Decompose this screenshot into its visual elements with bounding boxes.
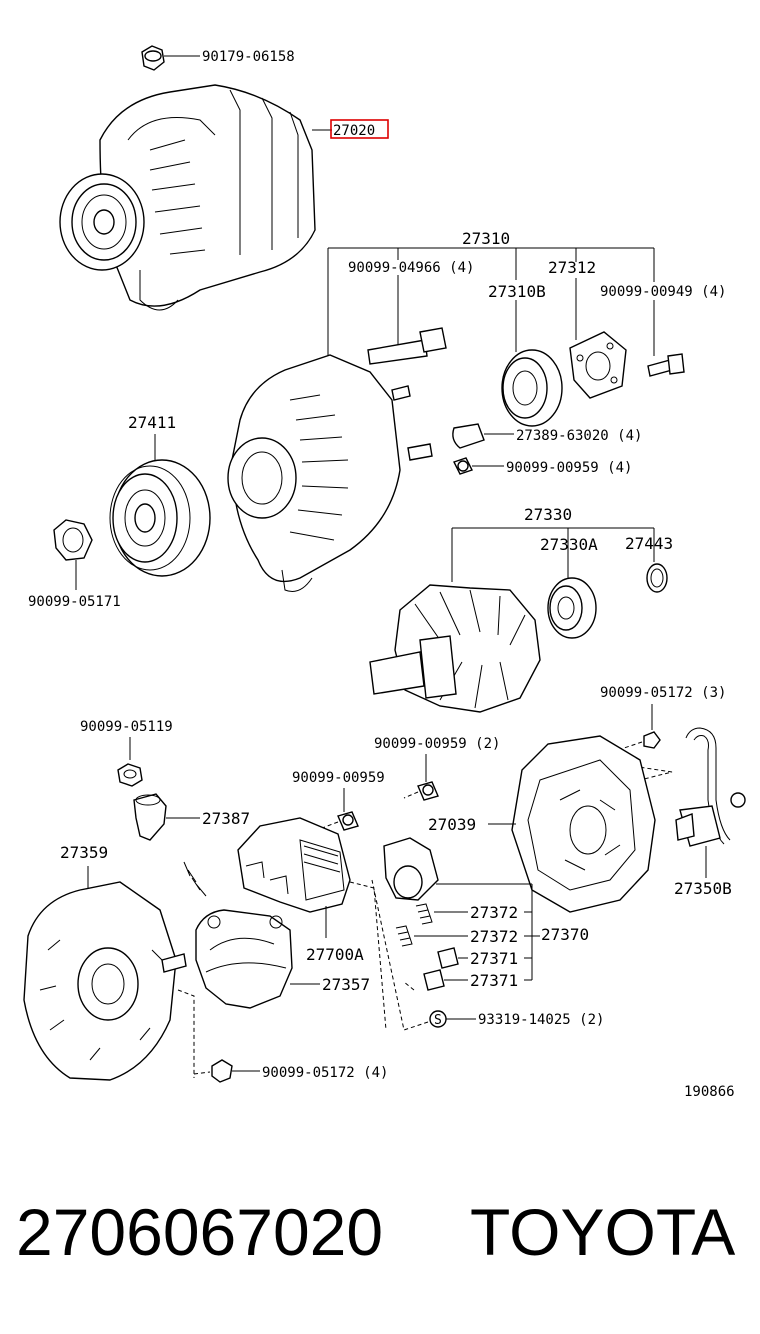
label-nut-05119: 90099-05119 [80, 719, 173, 735]
brand-name: TOYOTA [470, 1195, 736, 1269]
bearing-27310b-drawing [501, 300, 563, 427]
label-screw-00959: 90099-00959 [292, 770, 385, 786]
label-nut-05171: 90099-05171 [28, 594, 121, 610]
nut-05172-4-drawing [211, 1059, 260, 1083]
assembly-line-nut-right [591, 741, 673, 781]
assembly-line-regulator [349, 881, 387, 1031]
brush-spring-2-drawing [395, 925, 468, 947]
assembly-line-screw-2 [403, 791, 419, 799]
screw-14025-drawing: S [429, 1010, 476, 1028]
rear-frame-drawing [23, 881, 187, 1081]
regulator-drawing [237, 817, 351, 938]
s-mark-icon: S [434, 1013, 442, 1028]
label-regulator-27700a: 27700A [306, 945, 364, 964]
pulley-drawing [109, 459, 211, 577]
assembly-line-screw-14025 [371, 879, 429, 1031]
label-rotor: 27330 [524, 505, 572, 524]
cover-27443-drawing [646, 563, 668, 593]
label-spring-27372-b: 27372 [470, 927, 518, 946]
label-spring-27372-a: 27372 [470, 903, 518, 922]
brush-spring-1-drawing [415, 903, 468, 925]
brush-holder-drawing [383, 837, 532, 901]
assembly-line-screw-00959 [321, 821, 339, 829]
label-alternator[interactable]: 27020 [333, 123, 375, 139]
label-insulator-63020: 27389-63020 (4) [516, 428, 642, 444]
screw-00959-2-drawing [417, 781, 439, 801]
label-frame-27359: 27359 [60, 843, 108, 862]
label-pulley: 27411 [128, 413, 176, 432]
screw-00959-4-drawing [453, 457, 504, 475]
label-screw-00959-2: 90099-00959 (2) [374, 736, 500, 752]
insulator-drawing [452, 423, 514, 449]
label-screw-00949: 90099-00949 (4) [600, 284, 726, 300]
label-holder-27039: 27039 [428, 815, 476, 834]
alternator-highlight-box[interactable] [330, 119, 389, 139]
assembly-line-frame [177, 989, 195, 1078]
rear-cover-drawing [511, 735, 656, 913]
nut-05119-drawing [117, 763, 143, 787]
terminal-lead-drawing [675, 727, 746, 878]
label-frame-assy: 27310 [462, 229, 510, 248]
label-retainer-27312: 27312 [548, 258, 596, 277]
rotor-drawing [369, 584, 541, 713]
diagram-number: 190866 [684, 1084, 735, 1100]
alternator-assembly-drawing [59, 84, 332, 311]
screw-00949-drawing [647, 300, 685, 377]
terminal-27387-drawing [133, 793, 200, 841]
label-terminal-27387: 27387 [202, 809, 250, 828]
drive-end-frame-drawing [227, 354, 433, 592]
through-bolt-drawing [367, 275, 447, 365]
label-terminal-27350b: 27350B [674, 879, 732, 898]
label-screw-14025: 93319-14025 (2) [478, 1012, 604, 1028]
label-bearing-27310b: 27310B [488, 282, 546, 301]
bearing-27330a-drawing [547, 577, 597, 639]
rectifier-drawing [183, 861, 320, 1009]
label-rectifier-27357: 27357 [322, 975, 370, 994]
label-brush-27371-b: 27371 [470, 971, 518, 990]
alternator-exploded-diagram: 90179-06158 27020 27310 90099-04966 (4) … [23, 45, 746, 1100]
label-bolt-04966: 90099-04966 (4) [348, 260, 474, 276]
assembly-line-nut-05172-4 [193, 1071, 211, 1075]
label-nut-05172-3: 90099-05172 (3) [600, 685, 726, 701]
label-cover-27443: 27443 [625, 534, 673, 553]
rotor-leader [451, 527, 655, 582]
nut-05172-3-drawing [643, 731, 661, 749]
frame-assy-leader [327, 247, 655, 360]
brush-1-drawing [437, 947, 468, 969]
part-number: 2706067020 [16, 1195, 384, 1269]
nut-top-drawing [141, 45, 200, 71]
label-brush-27371-a: 27371 [470, 949, 518, 968]
label-brush-27370: 27370 [541, 925, 589, 944]
nut-05171-drawing [53, 519, 93, 590]
label-bearing-27330a: 27330A [540, 535, 598, 554]
label-screw-00959-4: 90099-00959 (4) [506, 460, 632, 476]
label-nut-05172-4: 90099-05172 (4) [262, 1065, 388, 1081]
label-nut-top: 90179-06158 [202, 49, 295, 65]
brush-2-drawing [423, 969, 468, 991]
retainer-plate-drawing [569, 278, 627, 399]
screw-00959-drawing [337, 811, 359, 831]
